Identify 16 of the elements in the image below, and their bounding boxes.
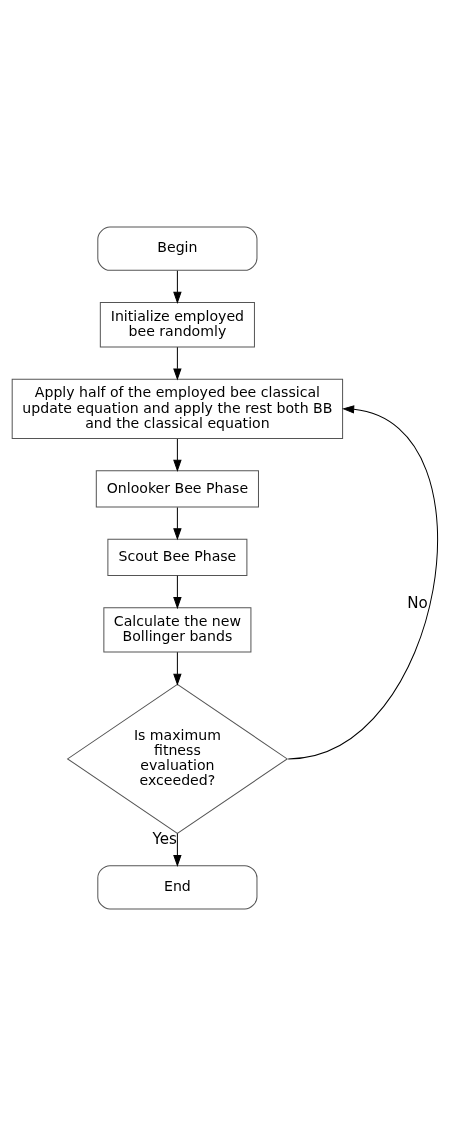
arrow [173, 506, 182, 541]
arrow [287, 405, 438, 760]
node-box: End [97, 865, 258, 910]
arrow [173, 270, 182, 304]
node-box: Onlooker Bee Phase [95, 470, 259, 508]
node-box: Initialize employed bee randomly [99, 302, 255, 348]
arrow [173, 832, 182, 867]
arrow [173, 346, 182, 381]
arrow [173, 651, 182, 686]
arrow [173, 575, 182, 610]
node-box: Calculate the new Bollinger bands [103, 607, 252, 653]
arrow [173, 438, 182, 472]
node-box: Scout Bee Phase [107, 538, 248, 577]
node-box: Apply half of the employed bee classical update equation and apply the rest both BB and the classical equation [11, 378, 344, 440]
edge-label: No [407, 593, 428, 612]
node-box: Begin [97, 226, 258, 271]
